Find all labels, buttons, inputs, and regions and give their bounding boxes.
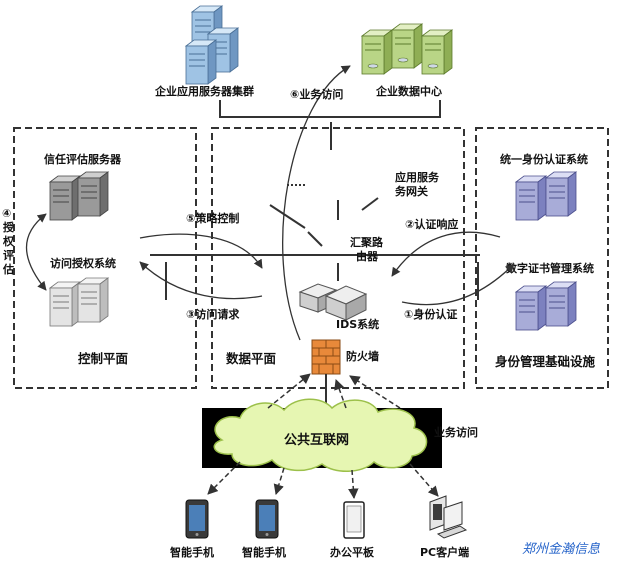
- identity-infra-zone: [475, 127, 609, 389]
- trust-server-icon: [49, 171, 109, 221]
- device-dashed-arrows: [207, 461, 439, 500]
- control-plane-zone: [13, 127, 197, 389]
- tablet-icon: [343, 501, 365, 539]
- app-server-cluster-icon: [185, 5, 239, 85]
- data-center-label: 企业数据中心: [375, 84, 442, 98]
- flow-2-arrow: [391, 231, 501, 277]
- access-system-label: 访问授权系统: [50, 256, 116, 270]
- smartphone-icon: [255, 499, 279, 539]
- identity-system-label: 统一身份认证系统: [500, 152, 588, 166]
- app-gateway-label-line2: 务网关: [395, 184, 428, 198]
- identity-server-icon: [515, 171, 577, 221]
- app-gateway-label-line1: 应用服务: [395, 170, 440, 184]
- flow-6-arrow: [282, 65, 351, 341]
- access-server-icon: [49, 277, 109, 327]
- internet-label: 公共互联网: [284, 432, 349, 448]
- flow-5-label: ⑤策略控制: [186, 211, 239, 225]
- flow-1-label: ①身份认证: [404, 307, 457, 321]
- flow-3-arrow: [139, 261, 263, 300]
- firewall-label: 防火墙: [346, 349, 379, 363]
- inbound-dashed-arrows: [267, 373, 401, 409]
- flow-2-label: ②认证响应: [405, 217, 458, 231]
- pc-icon: [429, 495, 468, 539]
- control-plane-label: 控制平面: [78, 351, 129, 366]
- phone2-label: 智能手机: [242, 545, 286, 559]
- svg-text:评: 评: [3, 249, 14, 262]
- flow-4-label: ④ 授 权 评 估: [2, 207, 15, 276]
- router-label-line1: 汇聚路: [350, 235, 384, 249]
- flow-6-label: ⑥业务访问: [290, 87, 343, 101]
- flow-1-arrow: [401, 263, 515, 306]
- svg-text:权: 权: [2, 234, 15, 248]
- pc-label: PC客户端: [420, 545, 469, 559]
- ids-label: IDS系统: [336, 317, 379, 331]
- ids-device-icon: [298, 283, 368, 321]
- svg-text:估: 估: [2, 262, 14, 276]
- data-center-server-icon: [361, 23, 453, 75]
- data-plane-label: 数据平面: [225, 351, 277, 366]
- internet-access-label: 业务访问: [434, 425, 478, 439]
- svg-text:授: 授: [3, 220, 15, 234]
- cert-system-label: 数字证书管理系统: [506, 261, 594, 275]
- phone1-label: 智能手机: [170, 545, 214, 559]
- flow-5-arrow: [139, 233, 263, 269]
- top-backbone-line: [219, 100, 441, 118]
- router-label-line2: 由器: [356, 249, 379, 263]
- internet-cloud: [213, 398, 428, 472]
- network-lines: [150, 122, 480, 300]
- flow-3-label: ③访问请求: [186, 307, 240, 321]
- firewall-icon: [311, 339, 341, 375]
- identity-infra-label: 身份管理基础设施: [495, 354, 596, 369]
- app-cluster-label: 企业应用服务器集群: [154, 84, 254, 98]
- cert-server-icon: [515, 281, 577, 331]
- brand-watermark: 郑州金瀚信息: [522, 541, 600, 557]
- flow-4-arrow: [25, 213, 47, 291]
- svg-text:④: ④: [2, 207, 11, 220]
- tablet-label: 办公平板: [330, 545, 375, 559]
- trust-server-label: 信任评估服务器: [44, 152, 122, 166]
- smartphone-icon: [185, 499, 209, 539]
